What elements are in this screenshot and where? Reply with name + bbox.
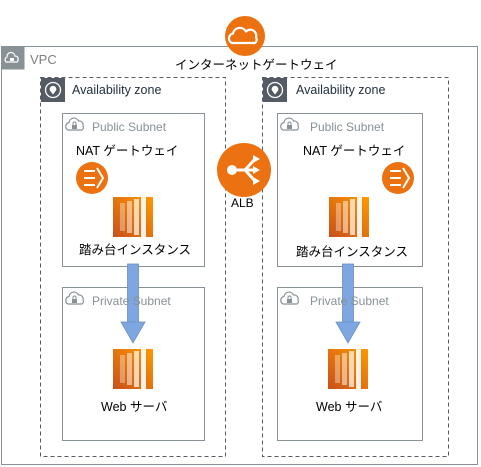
public-subnet-left-label: Public Subnet [92,120,167,134]
web-server-right-label: Web サーバ [316,400,383,414]
arrow-right [335,263,361,344]
az-left-label: Availability zone [72,83,162,97]
vpc-label: VPC [30,52,57,67]
private-subnet-right-label: Private Subnet [310,294,389,308]
private-subnet-left-icon [65,291,84,305]
private-subnet-left-label: Private Subnet [92,294,171,308]
az-right-boundary [262,77,449,457]
web-server-left-label: Web サーバ [101,400,168,414]
nat-gateway-right-label: NAT ゲートウェイ [303,144,406,158]
web-server-left-icon [113,349,153,389]
az-left-boundary [40,77,226,457]
web-server-right-icon [328,349,368,389]
nat-gateway-left-label: NAT ゲートウェイ [76,144,179,158]
bastion-instance-right-icon [329,197,369,237]
az-right-icon [263,78,287,102]
arrow-left [120,263,146,344]
bastion-instance-left-icon [113,197,153,237]
public-subnet-right-icon [280,117,299,131]
load-balancer-icon [217,143,271,197]
bastion-instance-left-label: 踏み台インスタンス [79,243,192,257]
public-subnet-right-label: Public Subnet [310,120,385,134]
internet-gateway-icon [225,16,265,56]
internet-gateway-label: インターネットゲートウェイ [175,58,338,72]
load-balancer-label: ALB [231,196,254,210]
nat-gateway-left-icon [76,162,108,194]
private-subnet-right-icon [280,291,299,305]
public-subnet-left-icon [65,117,84,131]
nat-gateway-right-icon [382,162,414,194]
bastion-instance-right-label: 踏み台インスタンス [296,245,409,259]
az-left-icon [41,78,65,102]
az-right-label: Availability zone [296,83,386,97]
